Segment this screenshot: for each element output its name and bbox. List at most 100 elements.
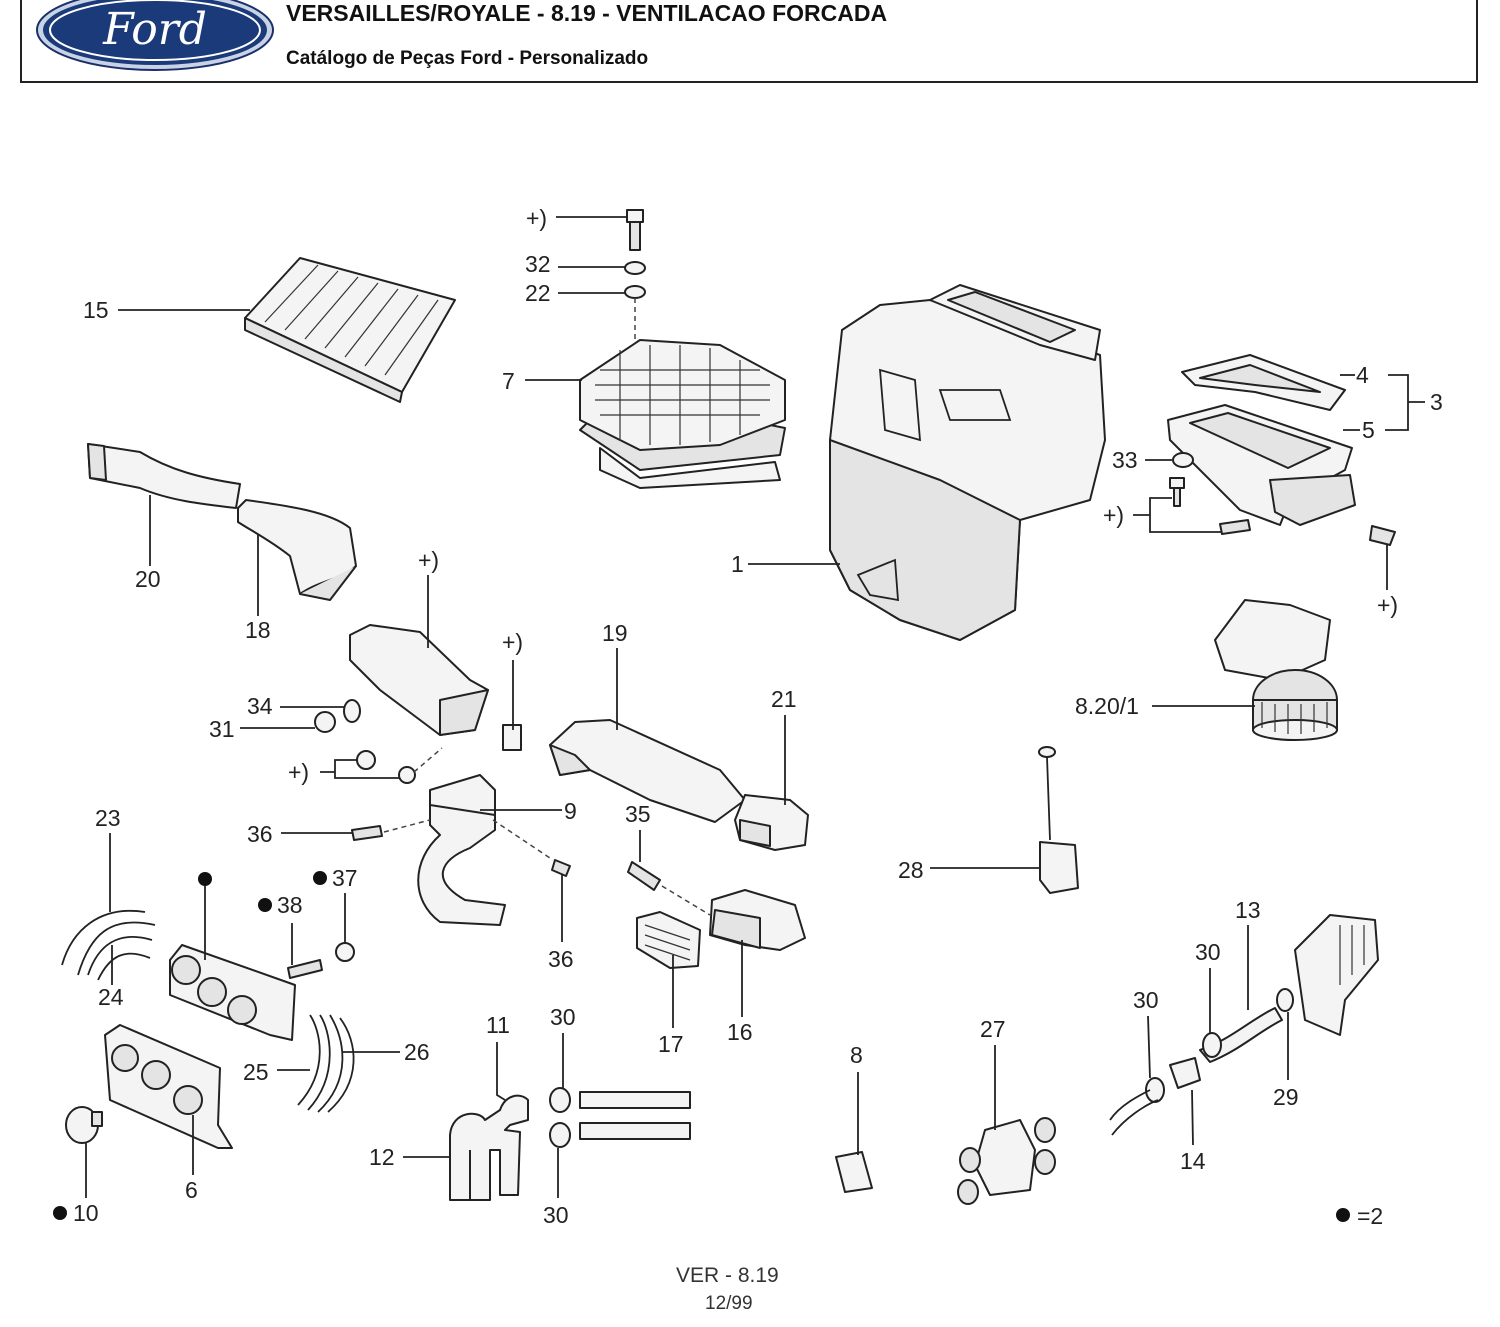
part-16-vent <box>709 889 806 951</box>
callout-9: 9 <box>564 798 577 824</box>
callout-3: 3 <box>1430 389 1443 415</box>
callout-36-a: 36 <box>247 821 273 847</box>
screws-33 <box>1169 477 1251 535</box>
callout-14: 14 <box>1180 1148 1206 1174</box>
callout-plus-duct: +) <box>418 547 439 573</box>
bullet-control-unit <box>198 872 212 886</box>
part-1-housing <box>829 284 1106 641</box>
callout-38: 38 <box>277 892 303 918</box>
callout-30-b: 30 <box>543 1202 569 1228</box>
callout-36-b: 36 <box>548 946 574 972</box>
callout-5: 5 <box>1362 417 1375 443</box>
callout-31: 31 <box>209 716 235 742</box>
callout-37: 37 <box>332 865 358 891</box>
callout-22: 22 <box>525 280 551 306</box>
logo-wordmark: Ford <box>102 4 207 55</box>
callout-25: 25 <box>243 1059 269 1085</box>
nut-pair <box>356 747 443 784</box>
callout-10: 10 <box>73 1200 99 1226</box>
callout-26: 26 <box>404 1039 430 1065</box>
callout-20: 20 <box>135 566 161 592</box>
ford-logo: Ford <box>36 0 274 71</box>
callout-21: 21 <box>771 686 797 712</box>
part-14-sensor <box>1169 1057 1201 1089</box>
callout-34: 34 <box>247 693 273 719</box>
callout-8-20-1: 8.20/1 <box>1075 693 1139 719</box>
callout-plus-right: +) <box>1377 592 1398 618</box>
part-28-actuator <box>1038 746 1079 894</box>
part-18-duct <box>237 499 357 601</box>
callout-7: 7 <box>502 368 515 394</box>
bullet-38 <box>258 898 272 912</box>
callout-30-a: 30 <box>550 1004 576 1030</box>
callout-29: 29 <box>1273 1084 1299 1110</box>
pipes-right-of-clamps <box>579 1091 691 1140</box>
callout-30-d: 30 <box>1133 987 1159 1013</box>
part-20-duct <box>87 443 241 509</box>
legend-note: =2 <box>1357 1203 1383 1229</box>
air-duct-upper <box>349 624 489 736</box>
part-27-valve <box>957 1117 1056 1205</box>
callout-labels: 15 20 18 +) 32 22 7 4 3 5 33 +) 1 +) 8.2… <box>73 205 1443 1228</box>
screw-right <box>1369 525 1396 546</box>
bolt-stack <box>624 209 646 350</box>
part-10-knob <box>65 1106 103 1144</box>
part-31-nut <box>314 711 336 733</box>
part-34-ring <box>343 699 361 723</box>
callout-23: 23 <box>95 805 121 831</box>
callout-33: 33 <box>1112 447 1138 473</box>
cables-25-26 <box>297 1014 355 1113</box>
part-8-clip <box>835 1151 873 1193</box>
callout-15: 15 <box>83 297 109 323</box>
part-15-filter <box>244 257 456 403</box>
clamps-30-right <box>1145 988 1294 1103</box>
page-title: VERSAILLES/ROYALE - 8.19 - VENTILACAO FO… <box>286 0 888 26</box>
leader-lines <box>85 216 1425 1198</box>
part-5-seal <box>1167 404 1356 526</box>
callout-6: 6 <box>185 1177 198 1203</box>
callout-1: 1 <box>731 551 744 577</box>
hoses-11-12 <box>449 1094 529 1201</box>
part-6-panel <box>104 1024 233 1149</box>
pipe-lower-right <box>1109 1089 1159 1136</box>
part-8-20-1-blower <box>1214 599 1338 741</box>
callout-4: 4 <box>1356 362 1369 388</box>
part-17-grille <box>636 911 701 969</box>
bullet-legend <box>1336 1208 1350 1222</box>
part-38-screw <box>287 959 323 979</box>
callout-28: 28 <box>898 857 924 883</box>
cables-23-24 <box>61 909 156 981</box>
clamps-30-left <box>549 1087 571 1148</box>
callout-8: 8 <box>850 1042 863 1068</box>
part-35-screw <box>627 861 711 916</box>
clip-part <box>502 724 522 751</box>
callout-plus-bolt: +) <box>526 205 547 231</box>
callout-27: 27 <box>980 1016 1006 1042</box>
callout-17: 17 <box>658 1031 684 1057</box>
screw-36-b <box>492 819 571 877</box>
bullet-37 <box>313 871 327 885</box>
callout-12: 12 <box>369 1144 395 1170</box>
callout-plus-nut: +) <box>288 759 309 785</box>
bullet-10 <box>53 1206 67 1220</box>
callout-13: 13 <box>1235 897 1261 923</box>
callout-18: 18 <box>245 617 271 643</box>
part-7-evaporator-cover <box>579 339 786 489</box>
diagram-date: 12/99 <box>705 1293 753 1314</box>
part-33-nut <box>1172 452 1194 468</box>
control-unit <box>169 944 296 1041</box>
callout-plus-clip: +) <box>502 629 523 655</box>
callout-11: 11 <box>486 1012 510 1038</box>
diagram-code: VER - 8.19 <box>676 1264 779 1287</box>
heater-core-outline <box>1294 914 1379 1036</box>
part-21-vent <box>734 794 809 851</box>
callout-32: 32 <box>525 251 551 277</box>
part-19-duct <box>549 719 746 823</box>
callout-24: 24 <box>98 984 124 1010</box>
page-subtitle: Catálogo de Peças Ford - Personalizado <box>286 48 649 69</box>
header: Ford VERSAILLES/ROYALE - 8.19 - VENTILAC… <box>20 0 1478 83</box>
bullet-markers: =2 <box>53 871 1383 1229</box>
callout-35: 35 <box>625 801 651 827</box>
callout-30-c: 30 <box>1195 939 1221 965</box>
callout-16: 16 <box>727 1019 753 1045</box>
